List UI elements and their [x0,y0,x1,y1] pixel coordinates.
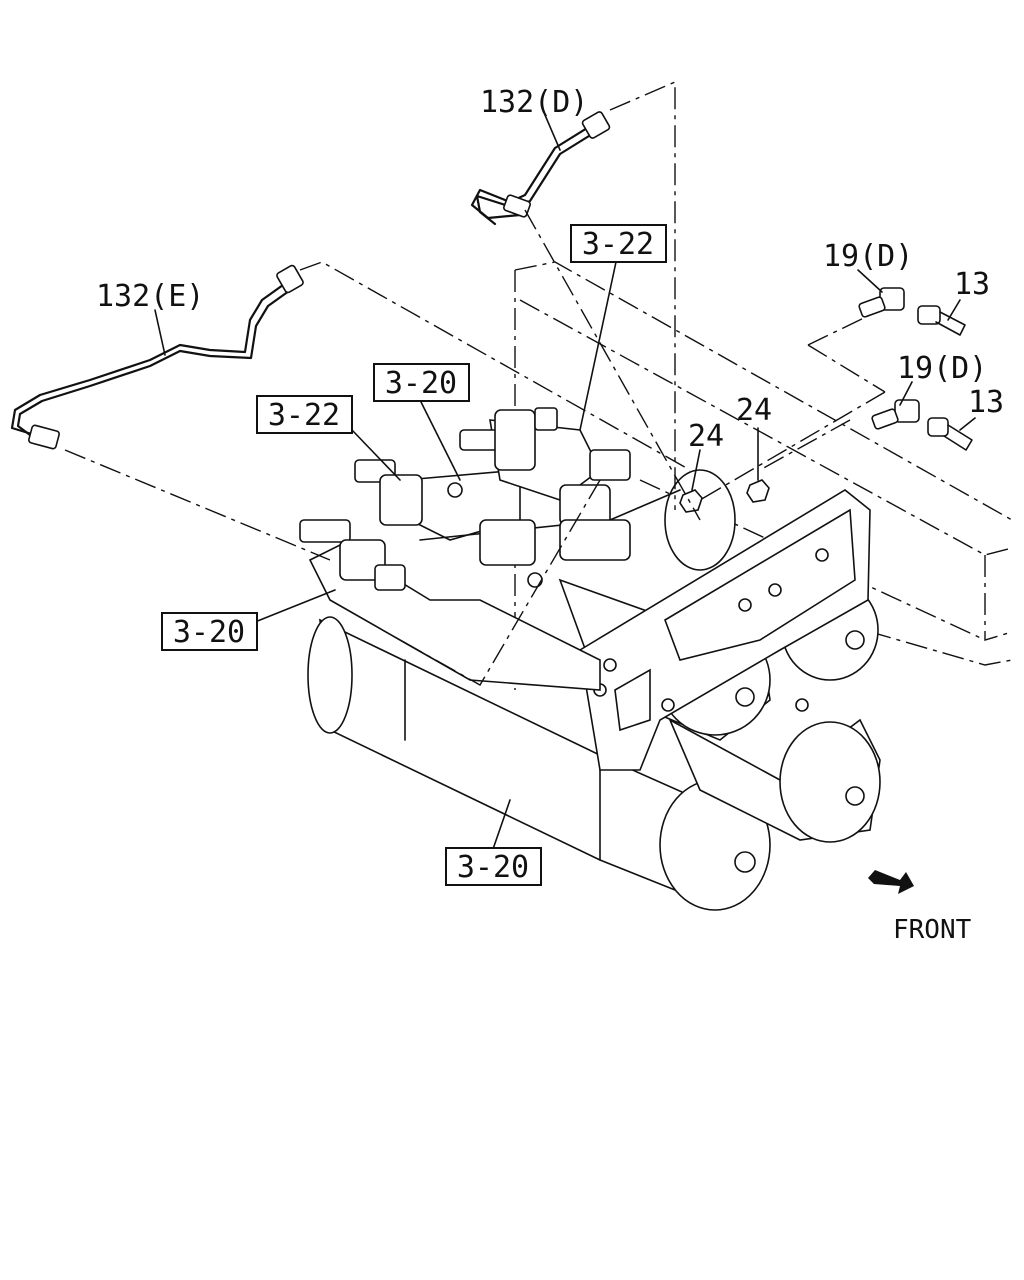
connector-19d-lower [871,399,920,430]
label-132d: 132(D) [480,85,588,120]
connector-19d-upper [858,287,905,318]
hose-13-upper [917,305,966,336]
leader-lines [64,80,976,853]
hose-13-lower [927,417,973,451]
label-13-upper: 13 [954,267,990,302]
label-132e: 132(E) [96,279,204,314]
ref-box-3-20-left: 3-20 [161,612,258,651]
label-19d-lower: 19(D) [897,351,987,386]
svg-text:3-20: 3-20 [173,615,245,650]
label-13-lower: 13 [968,385,1004,420]
label-24-right: 24 [736,393,772,428]
nut-24-left [679,489,703,513]
nut-24-right [746,479,770,503]
ref-box-3-22-left: 3-22 [256,395,353,434]
ref-box-3-22-top: 3-22 [570,224,667,263]
valve-assemblies [299,407,631,591]
air-tank-left-front [307,616,771,911]
label-19d-upper: 19(D) [823,239,913,274]
svg-text:3-20: 3-20 [457,850,529,885]
air-tank-right-front [668,718,881,843]
svg-text:3-22: 3-22 [268,398,340,433]
tank-bracket [579,489,871,771]
front-label: FRONT [893,915,972,945]
ref-box-3-20-bottom: 3-20 [445,847,542,886]
pipe-132d [470,111,611,226]
ref-box-3-20-top: 3-20 [373,363,470,402]
svg-text:3-20: 3-20 [385,366,457,401]
label-24-left: 24 [688,419,724,454]
svg-text:3-22: 3-22 [582,227,654,262]
front-arrow-icon [868,870,914,894]
